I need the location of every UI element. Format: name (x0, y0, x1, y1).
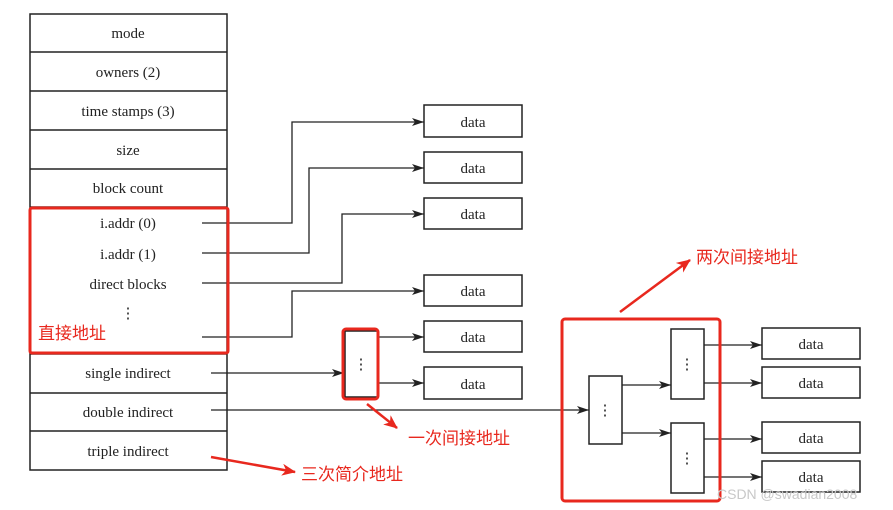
double-indirect-l2-index-block (670, 328, 705, 400)
field-iaddr-1: i.addr (1) (100, 247, 156, 263)
direct-ellipsis: ⋮ (121, 306, 136, 322)
direct-address-label: 直接地址 (38, 324, 106, 344)
field-triple-indirect: triple indirect (87, 444, 169, 460)
triple-annotation-arrow (210, 455, 296, 476)
triple-indirect-label: 三次简介地址 (301, 465, 403, 485)
data-label: data (799, 376, 824, 392)
field-size: size (116, 143, 140, 159)
field-direct-blocks: direct blocks (89, 277, 166, 293)
single-indirect-label: 一次间接地址 (408, 429, 510, 449)
data-label: data (461, 161, 486, 177)
pointer-iaddr-1 (202, 164, 424, 254)
data-block (761, 421, 861, 454)
direct-highlight-box (28, 206, 230, 355)
field-time-stamps: time stamps (3) (81, 104, 174, 120)
field-mode: mode (111, 26, 145, 42)
data-label: data (799, 431, 824, 447)
data-block (761, 366, 861, 399)
double-annotation-arrow (619, 258, 691, 314)
data-block (423, 274, 523, 307)
field-block-count: block count (93, 181, 164, 197)
data-block (423, 320, 523, 353)
pointer-iaddr-0 (202, 118, 424, 224)
data-label: data (461, 284, 486, 300)
pointer-direct-last (202, 287, 424, 338)
field-single-indirect: single indirect (85, 366, 171, 382)
double-indirect-l1-index-block (588, 375, 623, 445)
index-ellipsis: ⋮ (680, 451, 695, 467)
data-block (423, 151, 523, 184)
pointer-direct-blocks (202, 210, 424, 284)
double-indirect-highlight-box (560, 317, 722, 503)
data-block (761, 327, 861, 360)
field-double-indirect: double indirect (83, 405, 174, 421)
data-label: data (461, 115, 486, 131)
inode-table (29, 13, 228, 471)
data-block (761, 460, 861, 493)
inode-outline (29, 13, 228, 471)
index-ellipsis: ⋮ (680, 357, 695, 373)
data-label: data (461, 207, 486, 223)
watermark: CSDN @swadian2008 (717, 486, 857, 502)
single-annotation-arrow (366, 403, 398, 429)
field-owners: owners (2) (96, 65, 161, 81)
double-indirect-label: 两次间接地址 (696, 248, 798, 268)
data-label: data (461, 377, 486, 393)
field-iaddr-0: i.addr (0) (100, 216, 156, 232)
double-indirect-l2-index-block (670, 422, 705, 494)
data-label: data (799, 470, 824, 486)
index-ellipsis: ⋮ (598, 403, 613, 419)
data-label: data (461, 330, 486, 346)
data-block (423, 366, 523, 400)
single-indirect-highlight-box (341, 327, 380, 401)
data-block (423, 197, 523, 230)
data-block (423, 104, 523, 138)
data-label: data (799, 337, 824, 353)
index-ellipsis: ⋮ (354, 357, 369, 373)
